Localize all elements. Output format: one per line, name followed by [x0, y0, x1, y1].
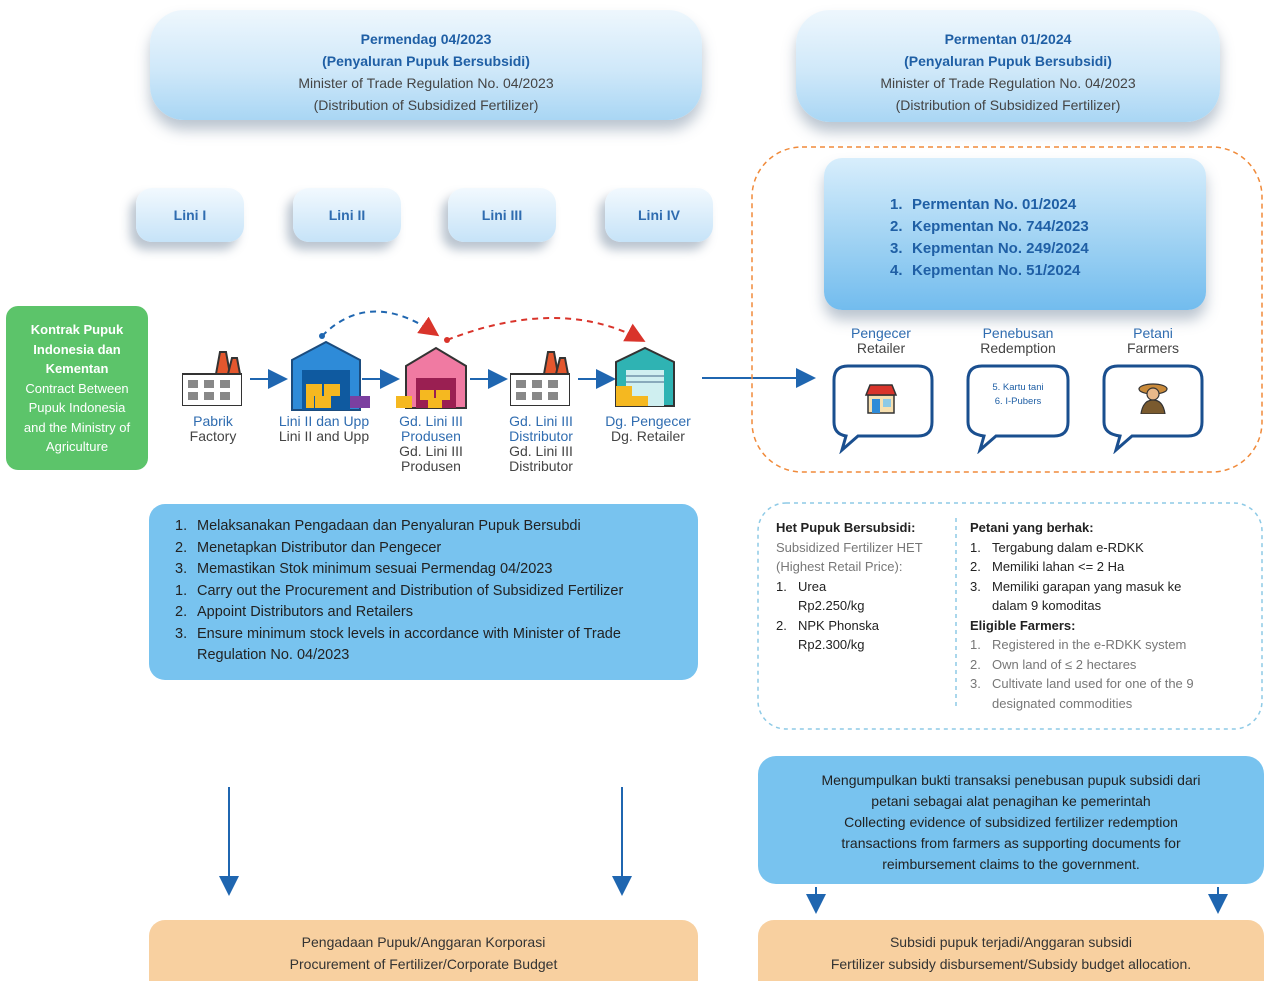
- regulation-item: 4.Kepmentan No. 51/2024: [890, 262, 1081, 279]
- duty-item: 1.Carry out the Procurement and Distribu…: [175, 582, 624, 599]
- curve-blue: [321, 310, 440, 337]
- redemption-list: 5. Kartu tani 6. I-Pubers: [972, 381, 1064, 409]
- warehouse-teal-icon: [615, 346, 675, 407]
- contract-box: Kontrak Pupuk Indonesia dan Kementan Con…: [6, 306, 148, 470]
- node-factory-id: Pabrik: [193, 413, 233, 429]
- het-section: Het Pupuk Bersubsidi: Subsidized Fertili…: [776, 518, 952, 655]
- duty-item: 1.Melaksanakan Pengadaan dan Penyaluran …: [175, 518, 581, 534]
- subsidy-box: Subsidi pupuk terjadi/Anggaran subsidi F…: [758, 920, 1264, 981]
- lini-2: Lini II: [293, 188, 401, 242]
- permendag-en-sub: (Distribution of Subsidized Fertilizer): [313, 97, 539, 113]
- node-pengecer-en: Dg. Retailer: [611, 428, 685, 444]
- duty-item: 2.Menetapkan Distributor dan Pengecer: [175, 539, 442, 556]
- actor-redemption: Penebusan Redemption: [962, 326, 1074, 356]
- subsidy-line: Fertilizer subsidy disbursement/Subsidy …: [830, 956, 1192, 972]
- actor-farmers-en: Farmers: [1126, 340, 1180, 356]
- eligible-item-en: 2.Own land of ≤ 2 hectares: [970, 656, 1137, 672]
- het-item: 1.Urea: [776, 578, 827, 594]
- actor-farmers-id: Petani: [1133, 325, 1173, 341]
- duty-item: 2.Appoint Distributors and Retailers: [175, 604, 413, 620]
- permentan-title: Permentan 01/2024: [944, 31, 1072, 47]
- duty-item: 3.Ensure minimum stock levels in accorda…: [175, 625, 621, 664]
- factory-icon-2: [510, 351, 570, 406]
- procurement-box: Pengadaan Pupuk/Anggaran Korporasi Procu…: [149, 920, 698, 981]
- eligible-section: Petani yang berhak: 1.Tergabung dalam e-…: [970, 518, 1250, 713]
- contract-en: Contract Between Pupuk Indonesia and the…: [23, 380, 131, 455]
- node-lini2-en: Lini II and Upp: [278, 428, 370, 444]
- regulations-box: 1.Permentan No. 01/2024 2.Kepmentan No. …: [824, 158, 1206, 310]
- node-distributor: Gd. Lini III Distributor Gd. Lini III Di…: [496, 414, 586, 474]
- lini-3: Lini III: [448, 188, 556, 242]
- permendag-title-sub: (Penyaluran Pupuk Bersubsidi): [322, 53, 530, 69]
- procurement-line: Procurement of Fertilizer/Corporate Budg…: [289, 956, 558, 972]
- permentan-en-sub: (Distribution of Subsidized Fertilizer): [895, 97, 1121, 113]
- factory-icon: [182, 351, 242, 406]
- node-distributor-id: Gd. Lini III Distributor: [509, 413, 573, 444]
- actor-retailer-en: Retailer: [856, 340, 906, 356]
- het-title: Het Pupuk Bersubsidi:: [776, 520, 916, 535]
- node-lini2-id: Lini II dan Upp: [278, 413, 370, 429]
- permentan-en-title: Minister of Trade Regulation No. 04/2023: [880, 75, 1136, 91]
- het-subtitle: Subsidized Fertilizer HET (Highest Retai…: [776, 539, 923, 575]
- node-produsen: Gd. Lini III Produsen Gd. Lini III Produ…: [388, 414, 474, 474]
- redemption-item: 6. I-Pubers: [994, 396, 1042, 407]
- collect-line: transactions from farmers as supporting …: [841, 835, 1181, 851]
- duties-box: 1.Melaksanakan Pengadaan dan Penyaluran …: [149, 504, 698, 680]
- collect-line: reimbursement claims to the government.: [882, 856, 1140, 872]
- node-lini2: Lini II dan Upp Lini II and Upp: [268, 414, 380, 444]
- dashed-blue-frame: [757, 502, 1263, 730]
- eligible-item: 3.Memiliki garapan yang masuk ke dalam 9…: [970, 578, 1182, 614]
- permentan-box: Permentan 01/2024 (Penyaluran Pupuk Bers…: [796, 10, 1220, 122]
- het-price: Rp2.250/kg: [798, 598, 865, 613]
- actor-redemption-en: Redemption: [980, 340, 1056, 356]
- lini-1: Lini I: [136, 188, 244, 242]
- eligible-item-en: 1.Registered in the e-RDKK system: [970, 637, 1187, 652]
- bubble-redemption: [966, 364, 1070, 454]
- permentan-title-sub: (Penyaluran Pupuk Bersubsidi): [904, 53, 1112, 69]
- node-pengecer-id: Dg. Pengecer: [605, 413, 691, 429]
- regulation-item: 2.Kepmentan No. 744/2023: [890, 218, 1089, 235]
- warehouse-icon: [291, 340, 370, 411]
- regulation-item: 3.Kepmentan No. 249/2024: [890, 240, 1089, 257]
- node-distributor-en: Gd. Lini III Distributor: [509, 443, 573, 474]
- shop-icon: [864, 384, 898, 414]
- contract-title: Kontrak Pupuk Indonesia dan Kementan: [30, 322, 124, 376]
- duty-item: 3.Memastikan Stok minimum sesuai Permend…: [175, 561, 553, 577]
- eligible-title: Petani yang berhak:: [970, 520, 1094, 535]
- permendag-title: Permendag 04/2023: [360, 31, 492, 47]
- het-price: Rp2.300/kg: [798, 637, 865, 652]
- actor-redemption-id: Penebusan: [982, 325, 1054, 341]
- actor-farmers: Petani Farmers: [1100, 326, 1206, 356]
- node-produsen-id: Gd. Lini III Produsen: [399, 413, 463, 444]
- eligible-item: 1.Tergabung dalam e-RDKK: [970, 539, 1144, 555]
- curve-red: [446, 317, 646, 342]
- node-factory: Pabrik Factory: [170, 414, 256, 444]
- redemption-item: 5. Kartu tani: [992, 382, 1044, 393]
- farmer-icon: [1138, 383, 1168, 414]
- regulation-item: 1.Permentan No. 01/2024: [890, 196, 1077, 213]
- permendag-en-title: Minister of Trade Regulation No. 04/2023: [298, 75, 554, 91]
- lini-4: Lini IV: [605, 188, 713, 242]
- procurement-line: Pengadaan Pupuk/Anggaran Korporasi: [301, 934, 546, 950]
- actor-retailer-id: Pengecer: [851, 325, 911, 341]
- node-pengecer: Dg. Pengecer Dg. Retailer: [602, 414, 694, 444]
- collect-box: Mengumpulkan bukti transaksi penebusan p…: [758, 756, 1264, 884]
- actor-retailer: Pengecer Retailer: [826, 326, 936, 356]
- warehouse-pink-icon: [396, 346, 467, 409]
- subsidy-line: Subsidi pupuk terjadi/Anggaran subsidi: [889, 934, 1133, 950]
- eligible-title-en: Eligible Farmers:: [970, 617, 1076, 633]
- collect-line: petani sebagai alat penagihan ke pemerin…: [871, 793, 1151, 809]
- permendag-box: Permendag 04/2023 (Penyaluran Pupuk Bers…: [150, 10, 702, 120]
- eligible-item: 2.Memiliki lahan <= 2 Ha: [970, 559, 1125, 574]
- node-produsen-en: Gd. Lini III Produsen: [399, 443, 463, 474]
- collect-line: Mengumpulkan bukti transaksi penebusan p…: [821, 772, 1201, 788]
- collect-line: Collecting evidence of subsidized fertil…: [844, 814, 1178, 830]
- node-factory-en: Factory: [189, 428, 237, 444]
- het-item: 2.NPK Phonska: [776, 617, 879, 633]
- eligible-item-en: 3.Cultivate land used for one of the 9 d…: [970, 676, 1194, 711]
